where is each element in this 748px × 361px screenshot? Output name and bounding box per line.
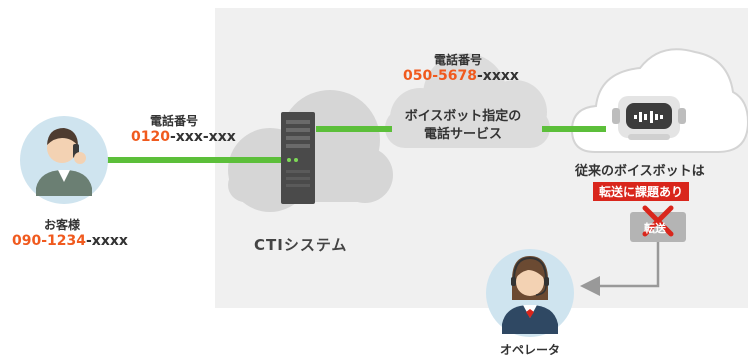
transfer-arrow: [580, 242, 660, 296]
robot-icon: [612, 96, 686, 140]
issue-badge: 転送に課題あり: [593, 182, 690, 201]
service-phone-number: 050-5678-xxxx: [403, 68, 519, 84]
blocked-x-icon: [642, 205, 674, 237]
customer-phone-main: 090-1234: [12, 233, 86, 249]
cti-system-label: CTIシステム: [254, 236, 348, 254]
customer-label: お客様: [44, 218, 81, 232]
cti-number-tail: -xxx-xxx: [169, 129, 236, 145]
customer-avatar: [20, 116, 108, 204]
customer-phone-tail: -xxxx: [86, 233, 128, 249]
operator-label: オペレータ: [500, 343, 561, 357]
cti-number-label: 電話番号: [150, 114, 199, 128]
server-icon: [281, 112, 315, 204]
cti-number-main: 0120: [131, 129, 170, 145]
service-number-label: 電話番号: [434, 53, 483, 67]
customer-phone-number: 090-1234-xxxx: [12, 233, 128, 249]
transfer-label: 転送: [644, 222, 666, 235]
cti-phone-number: 0120-xxx-xxx: [131, 129, 236, 145]
voicebot-caption: 従来のボイスボットは: [575, 164, 705, 179]
service-label: ボイスボット指定の 電話サービス: [388, 108, 538, 144]
operator-avatar: [486, 249, 574, 337]
service-number-main: 050-5678: [403, 68, 477, 84]
service-number-tail: -xxxx: [477, 68, 519, 84]
service-cloud: [385, 53, 550, 148]
service-label-line2: 電話サービス: [423, 127, 502, 142]
service-label-line1: ボイスボット指定の: [404, 109, 522, 124]
